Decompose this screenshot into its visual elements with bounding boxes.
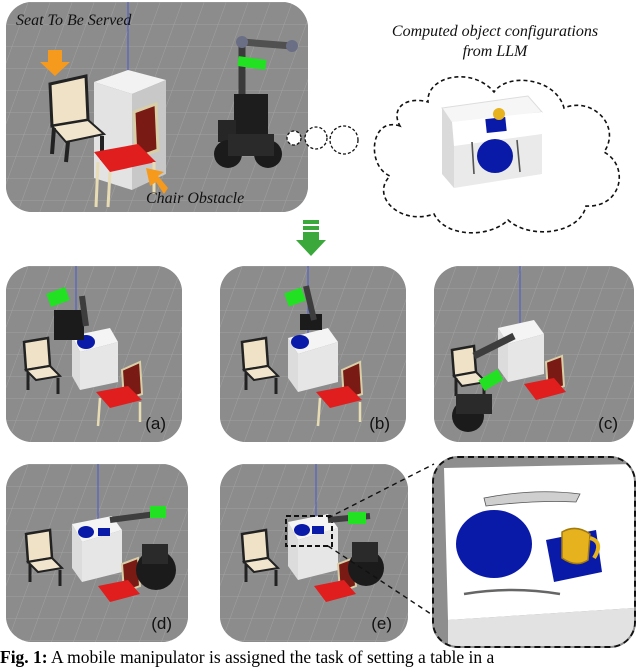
subfigure-d-label: (d) (151, 614, 172, 633)
subfigure-a: (a) (6, 266, 182, 442)
subfigure-d-image (6, 464, 188, 642)
green-down-arrow (296, 220, 326, 256)
subfigure-b-label: (b) (369, 414, 390, 433)
subfigure-e-label: (e) (371, 614, 392, 633)
cloud-caption-line2: from LLM (462, 43, 528, 60)
subfigure-a-image (6, 266, 182, 442)
beige-chair (48, 74, 107, 163)
subfigure-c: (c) (434, 266, 634, 442)
subfigure-c-label: (c) (598, 414, 618, 433)
subfigure-a-label: (a) (145, 414, 166, 433)
overview-scene-image (6, 2, 308, 212)
seat-arrow (40, 50, 70, 76)
zoom-connectors (327, 463, 435, 617)
subfigure-d: (d) (6, 464, 188, 642)
cloud-caption: Computed object configurations from LLM (358, 22, 632, 62)
subfigure-b: (b) (220, 266, 406, 442)
robot-overview (214, 36, 298, 168)
caption-prefix: Fig. 1: (0, 647, 48, 667)
figure-caption: Fig. 1: A mobile manipulator is assigned… (0, 646, 640, 668)
subfigure-b-image (220, 266, 406, 442)
zoom-inset-image (434, 458, 634, 646)
obstacle-arrow (146, 168, 168, 194)
obstacle-label: Chair Obstacle (146, 190, 245, 207)
cloud-caption-line1: Computed object configurations (391, 23, 599, 40)
overview-scene-panel: Seat To Be Served Chair Obstacle (6, 2, 308, 212)
thought-cloud (373, 76, 620, 234)
zoom-inset (432, 456, 636, 648)
seat-label: Seat To Be Served (16, 12, 132, 29)
subfigure-c-image (434, 266, 634, 442)
red-chair (94, 101, 160, 208)
caption-text: A mobile manipulator is assigned the tas… (47, 647, 495, 667)
thought-bubbles (286, 125, 359, 155)
